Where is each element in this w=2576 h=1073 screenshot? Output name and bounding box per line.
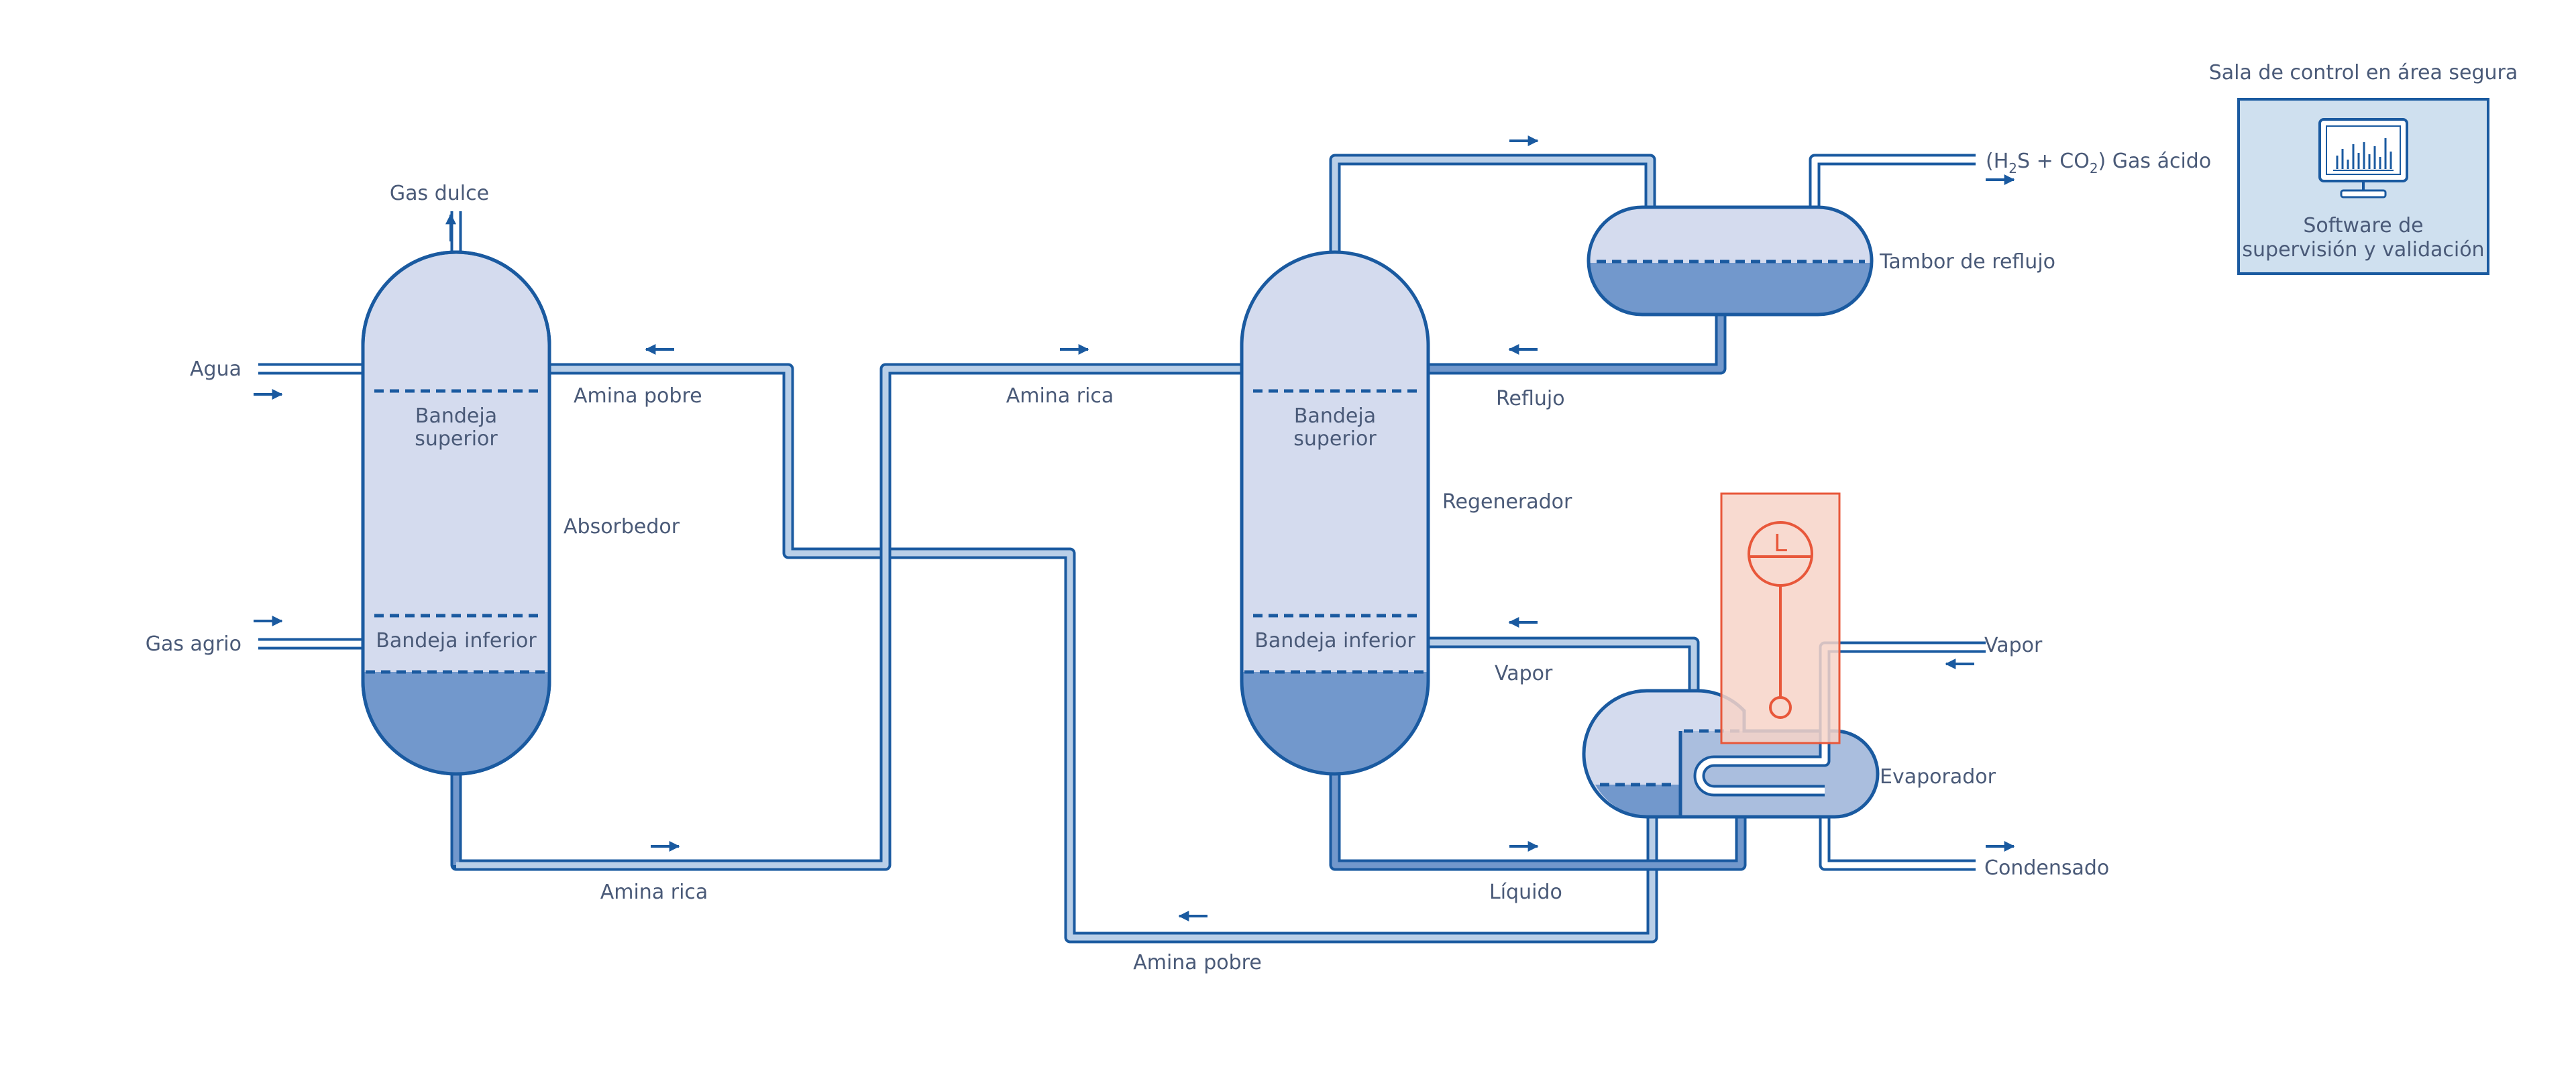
sensor-letter: L [1774,530,1787,557]
regenerator-tray-bottom: Bandeja inferior [1254,629,1415,653]
label-vapor-right: Vapor [1984,634,2043,657]
regenerator-tray-top-line2: superior [1293,427,1377,451]
label-vapor-left: Vapor [1495,662,1553,685]
label-gas-agrio: Gas agrio [146,632,241,656]
label-amina-pobre-top: Amina pobre [574,384,702,408]
label-amina-rica-mid: Amina rica [1006,384,1114,408]
label-absorbedor: Absorbedor [564,515,680,539]
pipe-reflujo [1428,315,1727,375]
label-gas-dulce: Gas dulce [390,182,489,205]
pipe-liquido [1329,771,1747,871]
evaporator [1582,641,1986,819]
software-label-line1: Software de [2303,214,2423,237]
pipe-amina-rica [450,363,1241,871]
level-sensor: L [1720,492,1841,744]
control-room-title: Sala de control en área segura [2209,61,2518,84]
label-agua: Agua [190,357,241,381]
absorber-tray-bottom: Bandeja inferior [376,629,537,653]
software-label-line2: supervisión y validación [2242,238,2484,262]
labels: Gas dulce Agua Gas agrio Absorbedor Amin… [146,150,2211,974]
label-liquido: Líquido [1489,881,1562,904]
label-tambor-reflujo: Tambor de reflujo [1879,250,2055,274]
pipe-amina-pobre [550,363,1658,944]
label-gas-acido: (H2S + CO2) Gas ácido [1986,150,2211,176]
label-amina-rica-bottom: Amina rica [600,881,708,904]
monitor-chart-icon [2318,118,2408,199]
absorber-tray-top-line1: Bandeja [415,404,497,428]
control-room-panel: Software de supervisión y validación [2237,98,2489,275]
reflux-drum [1587,205,1874,317]
pipe-condensado [1819,811,1976,871]
absorber-tray-top-line2: superior [415,427,498,451]
label-amina-pobre-bottom: Amina pobre [1133,951,1262,974]
label-regenerador: Regenerador [1442,490,1572,514]
absorber-vessel [361,250,551,776]
pipe-vapor-return [1428,636,1700,691]
flow-arrows [254,135,2015,921]
label-reflujo: Reflujo [1496,387,1565,410]
regenerator-vessel [1240,250,1430,776]
label-evaporador: Evaporador [1880,765,1996,789]
pipes [258,154,1976,944]
pipe-regenerator-overhead [1329,154,1656,253]
pipe-gas-acido-outlet [1809,154,1976,209]
label-condensado: Condensado [1984,856,2109,880]
regenerator-tray-top-line1: Bandeja [1294,404,1376,428]
